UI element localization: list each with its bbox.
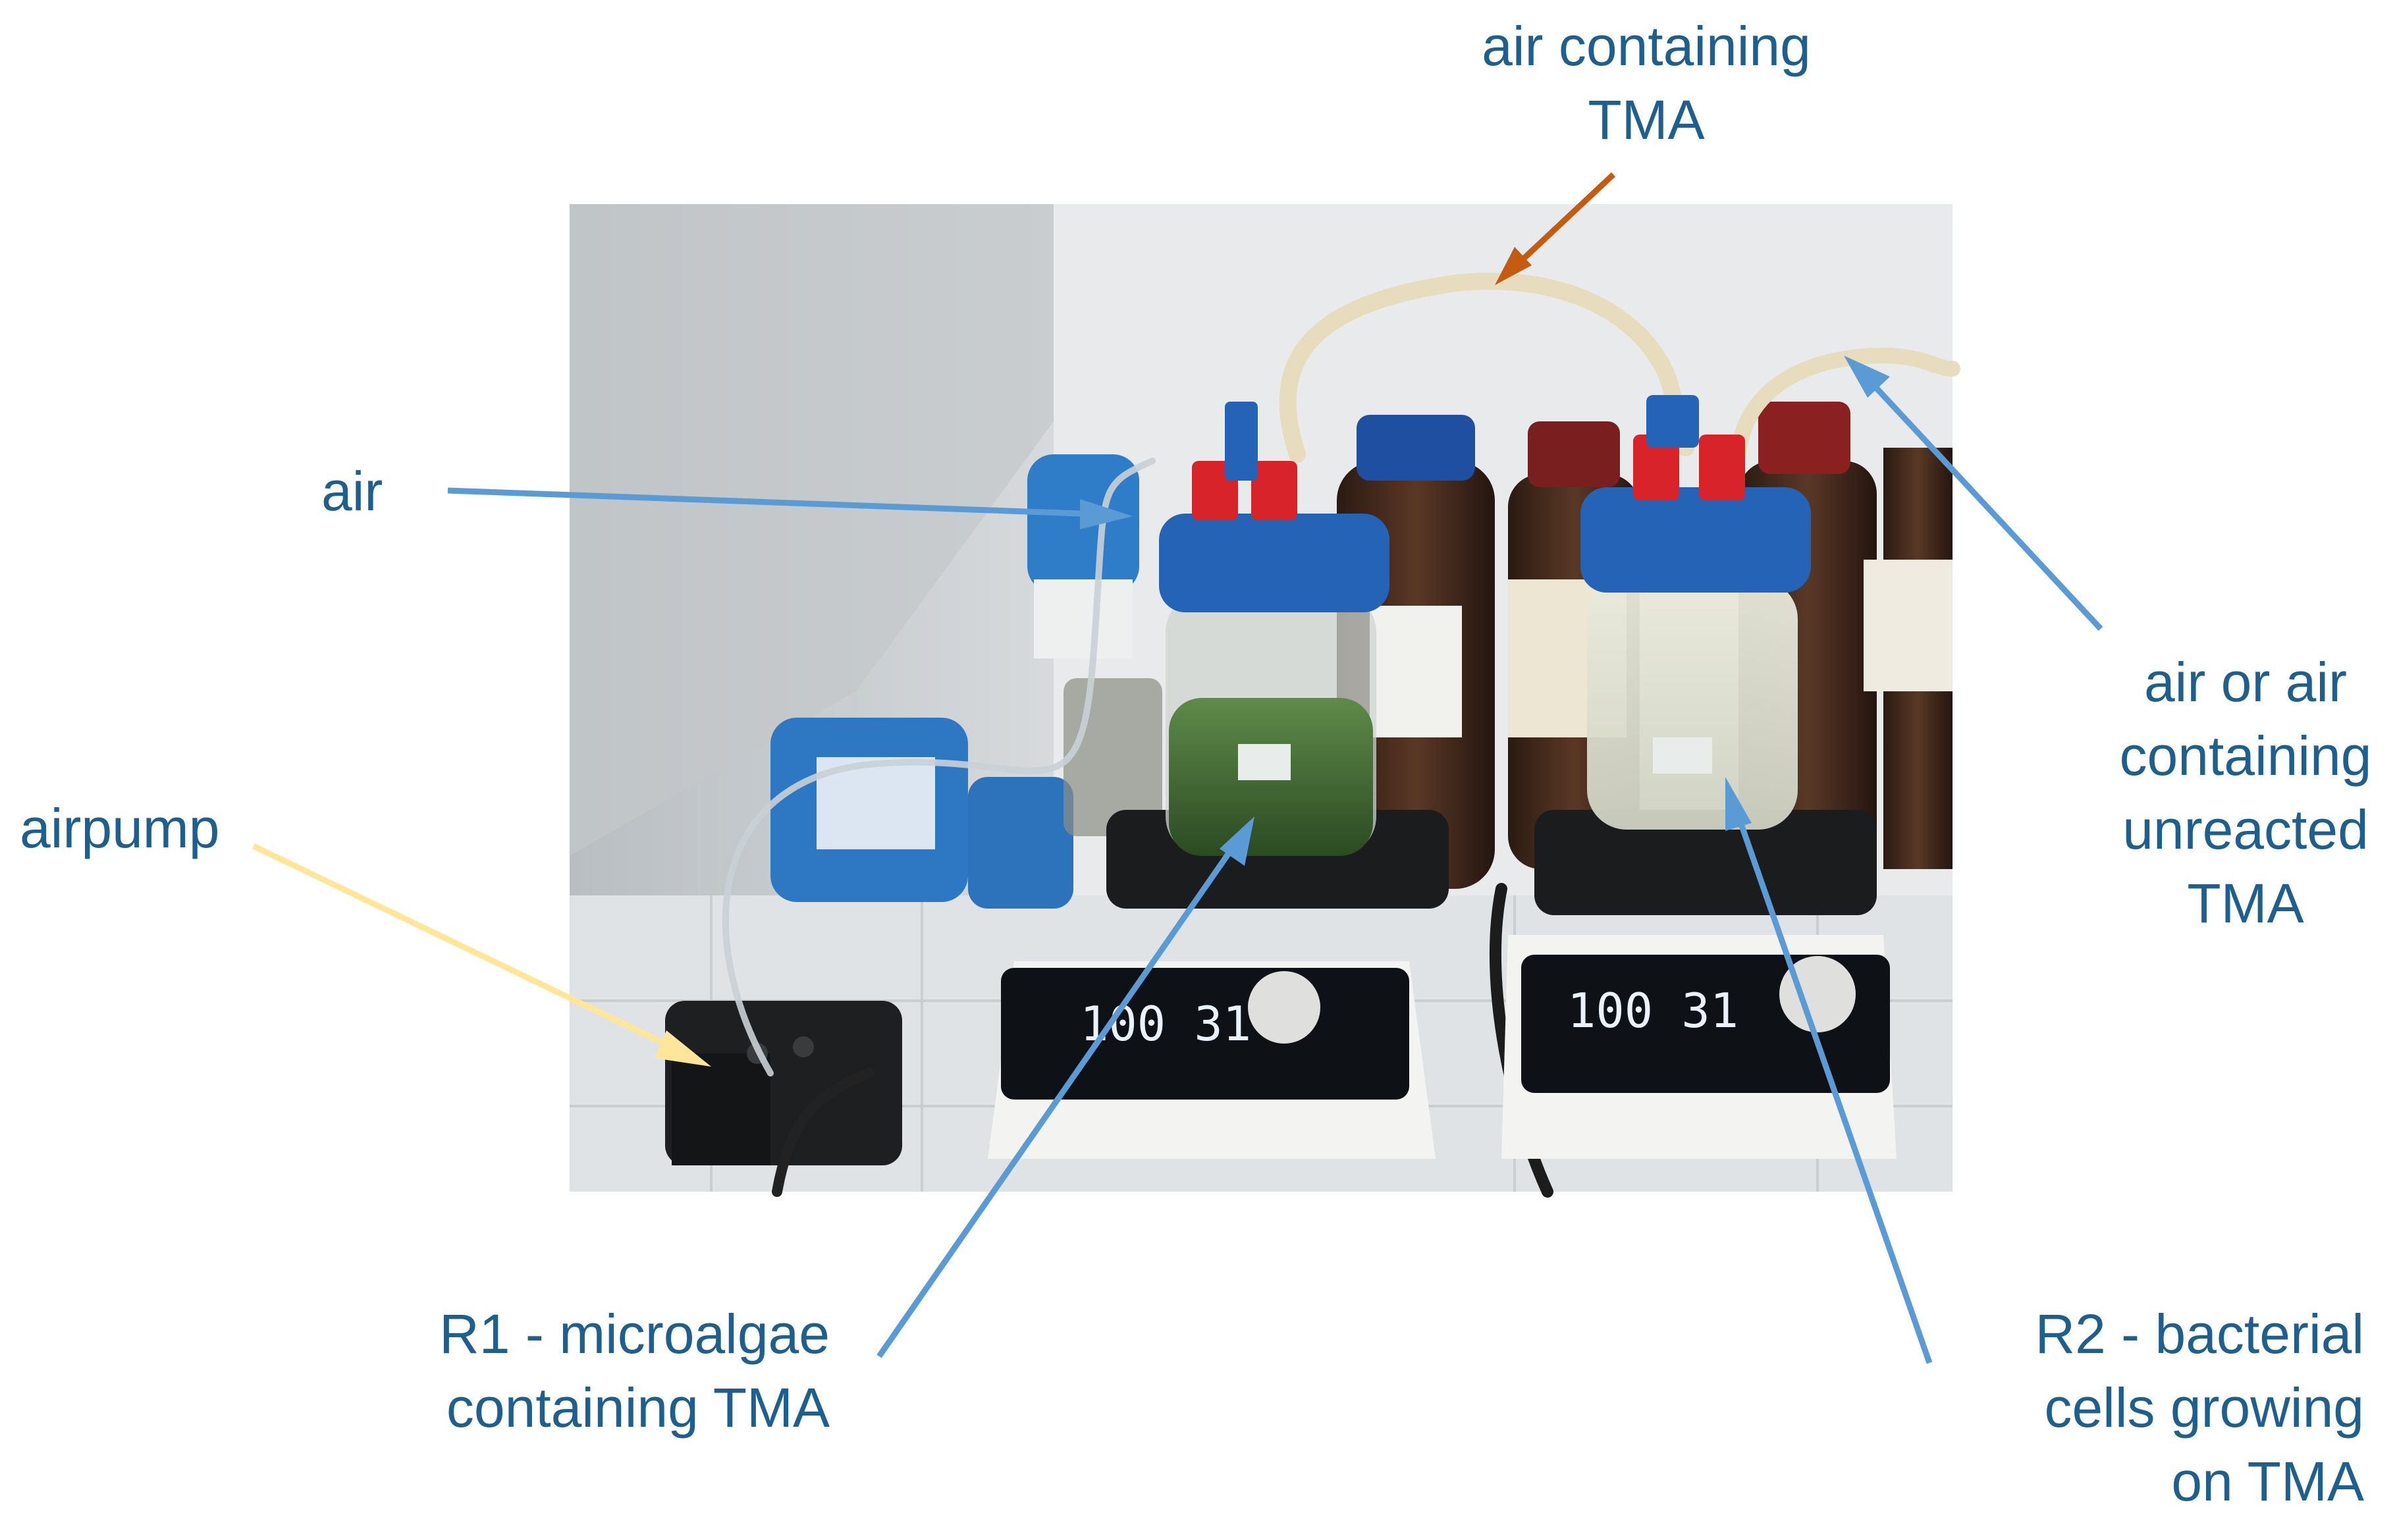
label-r2-line-1: R2 - bacterial [2035,1303,2364,1365]
bottle-3-red-cap [1758,402,1850,474]
label-r2-bacterial-cells: R2 - bacterial cells growing on TMA [1910,1297,2364,1518]
blue-gas-canister-2 [968,777,1073,909]
svg-text:100 31: 100 31 [1080,996,1251,1051]
arrow-air-left [447,487,1133,529]
bottle-1-cap [1357,415,1475,481]
arrow-r2 [1725,777,1933,1364]
label-r2-line-2: cells growing [2044,1377,2364,1439]
label-air-right-line-1: air or air [2143,651,2348,713]
tubing [722,273,1960,1198]
air-pump [665,1001,902,1165]
arrow-air-right [1844,356,2103,631]
label-r1-line-2: containing TMA [446,1377,830,1439]
label-r1-microalgae: R1 - microalgae containing TMA [369,1297,830,1445]
reactor-r2-bottle [1580,395,1811,830]
label-air-top-line-2: TMA [1588,89,1705,151]
label-air-or-air-unreacted-tma: air or air containing unreacted TMA [2074,645,2397,940]
lab-photo: 100 31 100 31 [570,204,1960,1198]
label-air: air [321,460,383,522]
power-cable-left [772,1068,875,1197]
label-r1-line-1: R1 - microalgae [439,1303,830,1365]
label-air-right-line-3: unreacted [2122,799,2369,861]
left-wall-shadow [570,204,1054,856]
blue-gas-canister-base [1034,579,1133,658]
bottle-1-white-label [1370,606,1462,737]
label-air-right-line-4: TMA [2187,872,2304,934]
reactor-r1-bottle [1159,402,1389,856]
bottle-4-label [1864,560,1953,691]
arrow-airpump [252,843,711,1067]
tube-r1-to-r2 [1279,273,1694,463]
arrow-air-top [1495,172,1616,285]
label-air-containing-tma: air containing TMA [1416,9,1877,157]
svg-text:100 31: 100 31 [1567,983,1738,1038]
tube-r2-out [1731,347,1960,462]
bottle-2-red-cap [1528,421,1620,487]
label-air-right-line-2: containing [2119,725,2372,787]
arrow-r1 [876,816,1254,1358]
label-airpump: airpump [20,797,220,859]
label-r2-line-3: on TMA [2171,1450,2364,1512]
label-air-top-line-1: air containing [1482,15,1811,77]
annotation-arrows [252,172,2103,1364]
tube-air-to-r1 [722,458,1156,1076]
